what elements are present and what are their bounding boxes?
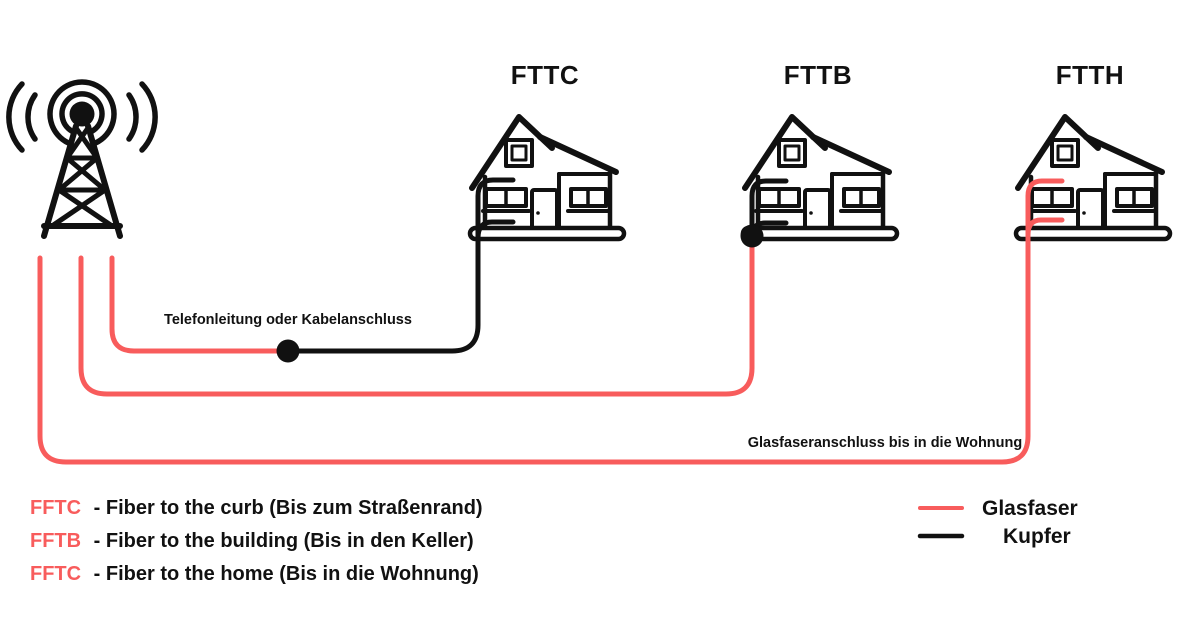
copper-cable-label: Telefonleitung oder Kabelanschluss: [164, 312, 412, 328]
definitions-list: FFTC - Fiber to the curb (Bis zum Straße…: [30, 497, 483, 585]
antenna-dot: [69, 101, 95, 127]
radio-tower-icon: [6, 79, 158, 239]
definition-row: FFTB - Fiber to the building (Bis in den…: [30, 530, 474, 552]
house-label-fttb: FTTB: [784, 60, 852, 90]
definition-row: FFTC - Fiber to the home (Bis in die Woh…: [30, 563, 479, 585]
tower-lattice: [41, 123, 123, 239]
legend-fiber-label: Glasfaser: [982, 497, 1078, 520]
copper-cable-fttc: [287, 177, 516, 354]
fiber-cable-fttc: [109, 255, 287, 354]
junction-node-curb: [276, 339, 300, 363]
junction-node-building: [740, 224, 764, 248]
definition-abbr: FFTC: [30, 563, 81, 585]
fiber-cable-fttb: [78, 237, 755, 397]
definition-description: - Fiber to the building (Bis in den Kell…: [94, 530, 474, 552]
house-label-ftth: FTTH: [1056, 60, 1124, 90]
legend-copper-label: Kupfer: [1003, 525, 1071, 548]
fiber-cable-ftth: [37, 178, 1065, 465]
definition-abbr: FFTC: [30, 497, 81, 519]
house-label-fttc: FTTC: [511, 60, 579, 90]
color-legend: Glasfaser Kupfer: [917, 497, 1078, 548]
definition-abbr: FFTB: [30, 530, 81, 552]
signal-waves-icon: [6, 79, 158, 153]
definition-row: FFTC - Fiber to the curb (Bis zum Straße…: [30, 497, 483, 519]
definition-description: - Fiber to the home (Bis in die Wohnung): [94, 563, 479, 585]
definition-description: - Fiber to the curb (Bis zum Straßenrand…: [94, 497, 483, 519]
fiber-cable-label: Glasfaseranschluss bis in die Wohnung: [748, 435, 1023, 451]
